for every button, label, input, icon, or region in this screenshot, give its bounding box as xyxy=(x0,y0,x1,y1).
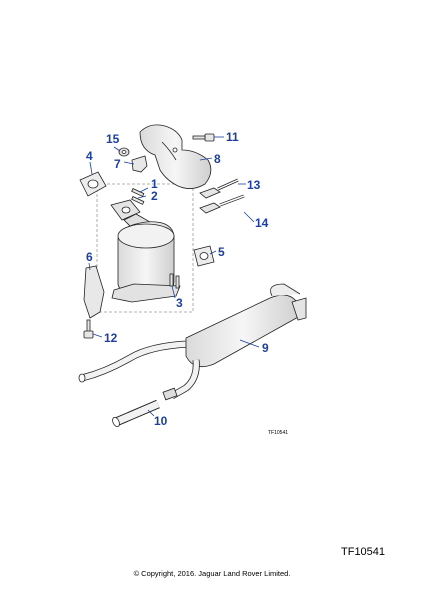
heat-shield-part-8 xyxy=(139,124,212,189)
studs-part-3 xyxy=(169,273,180,289)
callout-2: 2 xyxy=(151,189,158,203)
callout-3: 3 xyxy=(176,296,183,310)
catalyst-group-box xyxy=(96,183,194,313)
callout-15: 15 xyxy=(106,132,120,146)
bracket-part-6 xyxy=(83,265,105,319)
oxygen-sensor-part-14 xyxy=(199,194,245,214)
bolt-part-12 xyxy=(83,319,94,339)
studs-part-2 xyxy=(131,188,145,205)
callout-5: 5 xyxy=(218,245,225,259)
callout-4: 4 xyxy=(86,149,93,163)
nut-part-15 xyxy=(118,147,130,157)
copyright-notice: © Copyright, 2016. Jaguar Land Rover Lim… xyxy=(133,569,291,578)
figure-reference-code: TF10541 xyxy=(341,546,386,558)
front-pipe-part-10 xyxy=(112,399,160,428)
callout-1: 1 xyxy=(151,177,158,191)
gasket-part-4 xyxy=(79,171,107,197)
callout-10: 10 xyxy=(154,414,168,428)
leader-lines xyxy=(88,136,260,417)
bolt-part-11 xyxy=(192,133,215,142)
callout-9: 9 xyxy=(262,341,269,355)
callout-14: 14 xyxy=(255,216,269,230)
oxygen-sensor-part-13 xyxy=(199,178,239,199)
callout-11: 11 xyxy=(226,130,239,144)
rear-muffler-part-9 xyxy=(78,283,307,401)
bracket-part-7 xyxy=(131,155,148,173)
diagram-small-ref: TF10541 xyxy=(268,430,288,436)
callout-7: 7 xyxy=(114,157,121,171)
callout-8: 8 xyxy=(214,152,221,166)
callout-12: 12 xyxy=(104,331,118,345)
gasket-part-5 xyxy=(193,245,215,267)
callout-13: 13 xyxy=(247,178,261,192)
catalytic-converter-part-1 xyxy=(110,199,181,303)
callout-6: 6 xyxy=(86,250,93,264)
